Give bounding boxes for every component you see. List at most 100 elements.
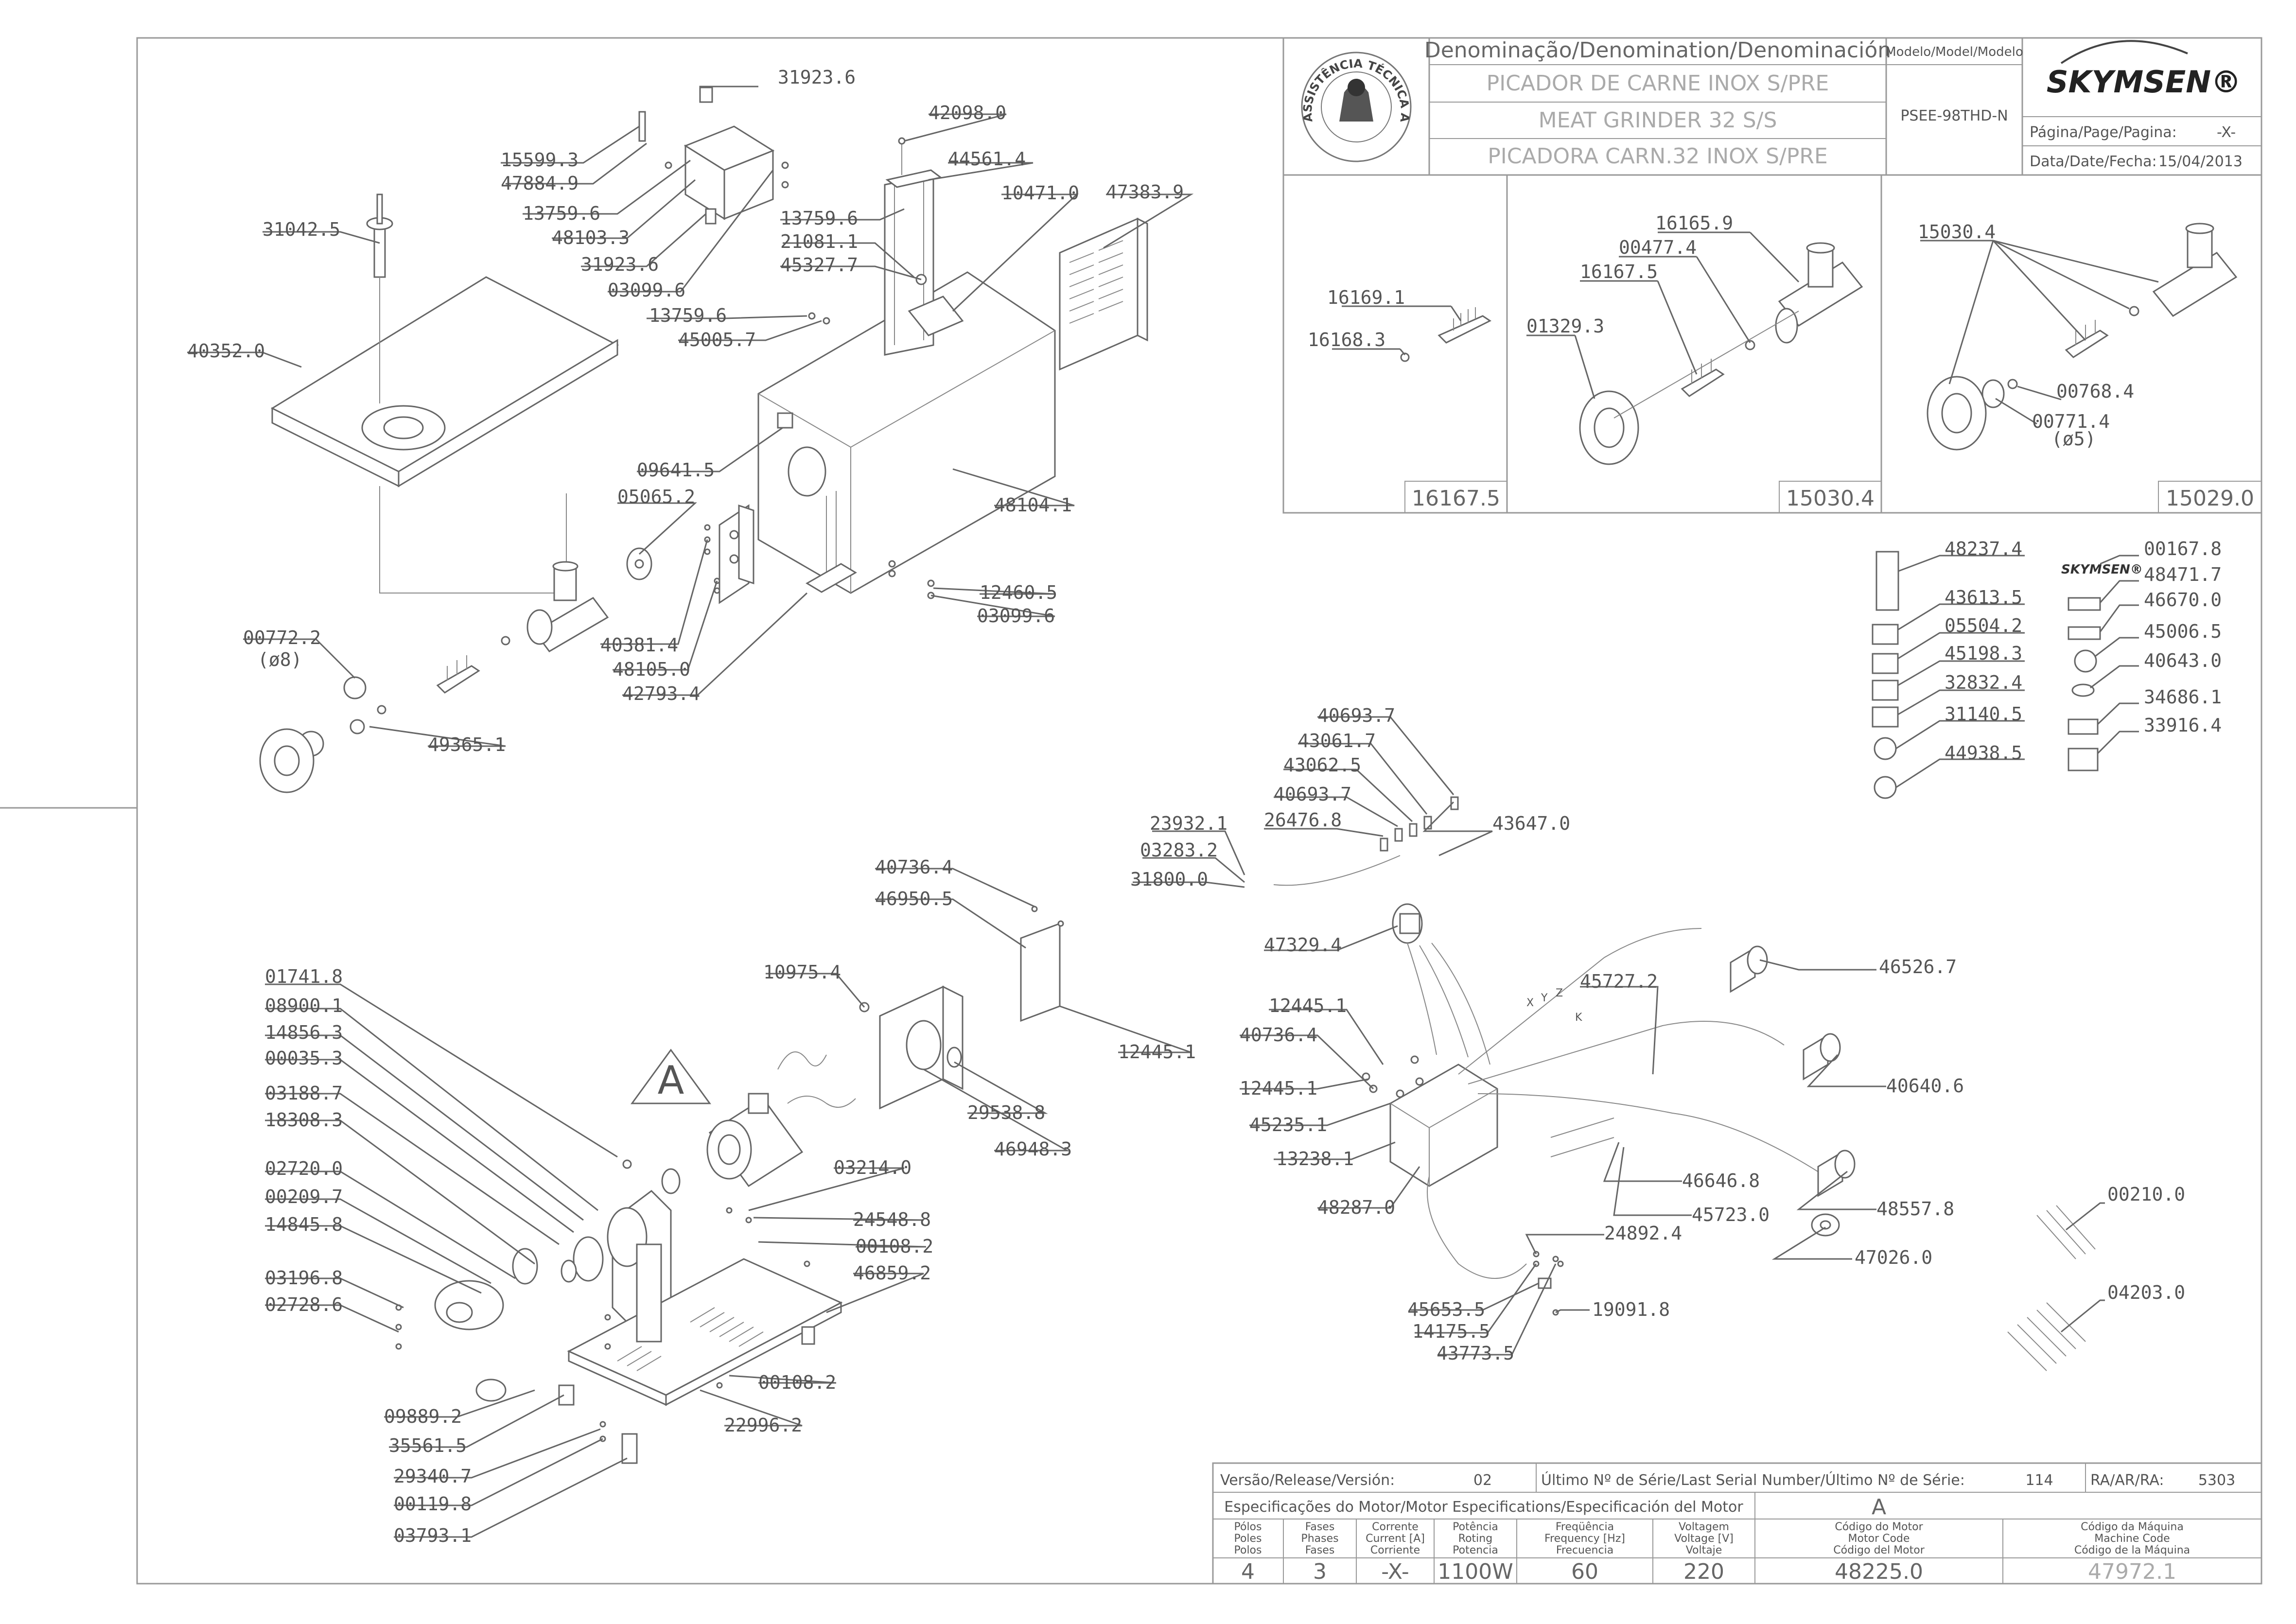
part-label: 46948.3	[994, 1138, 1072, 1160]
date-value: 15/04/2013	[2158, 153, 2243, 170]
part-label: 08900.1	[265, 995, 343, 1016]
col-header: Código da Máquina	[2081, 1521, 2184, 1533]
part-label: 00167.8	[2144, 538, 2222, 559]
col-header: Poles	[1234, 1533, 1262, 1545]
part-label: 40736.4	[875, 856, 953, 878]
part-label: 49365.1	[428, 734, 506, 755]
part-label: 26476.8	[1264, 809, 1342, 831]
part-label: 13759.6	[523, 203, 600, 224]
part-label: 16168.3	[1308, 329, 1385, 350]
col-header: Potência	[1453, 1521, 1498, 1533]
part-label: (ø8)	[258, 649, 302, 670]
part-label: 40693.7	[1274, 784, 1351, 805]
part-label: 34686.1	[2144, 686, 2222, 708]
grinder-head-assembly: 16165.9 00477.4 16167.5 01329.3	[1526, 212, 1863, 465]
part-label: 45198.3	[1945, 643, 2022, 664]
part-label: 15030.4	[1918, 221, 1996, 243]
spec-col-phases: Fases Phases Fases 3	[1301, 1521, 1338, 1584]
part-label: 18308.3	[265, 1109, 343, 1131]
part-label: 40693.7	[1317, 705, 1395, 726]
part-label: 40381.4	[600, 634, 678, 656]
worm-screw-assembly: 16169.1 16168.3	[1308, 287, 1491, 362]
col-header: Frecuencia	[1556, 1544, 1613, 1556]
col-header: Frequency [Hz]	[1544, 1533, 1625, 1545]
wire-letter: K	[1575, 1012, 1582, 1024]
col-header: Polos	[1234, 1544, 1262, 1556]
col-header: Phases	[1301, 1533, 1338, 1545]
part-label: 14175.5	[1412, 1321, 1490, 1342]
part-label: 16167.5	[1580, 261, 1658, 282]
part-label: 13759.6	[780, 208, 858, 229]
part-label: 22996.2	[724, 1414, 802, 1436]
part-label: 48104.1	[994, 494, 1072, 516]
part-label: 45653.5	[1407, 1299, 1485, 1320]
brand-decal: SKYMSEN®	[2061, 562, 2143, 577]
part-label: 24548.8	[853, 1209, 931, 1230]
part-label: 03214.0	[834, 1157, 911, 1178]
part-label: 02720.0	[265, 1158, 343, 1179]
part-label: 21081.1	[780, 231, 858, 252]
vent-cover	[1059, 217, 1139, 371]
col-header: Freqüência	[1556, 1521, 1614, 1533]
control-box	[1389, 1064, 1498, 1187]
product-name-pt: PICADOR DE CARNE INOX S/PRE	[1487, 71, 1829, 96]
part-label: 43773.5	[1437, 1343, 1514, 1364]
spec-col-voltage: Voltagem Voltage [V] Voltaje 220	[1674, 1521, 1734, 1584]
part-label: 46859.2	[853, 1262, 931, 1284]
part-label: 45005.7	[678, 329, 756, 350]
col-header: Corrente	[1372, 1521, 1419, 1533]
part-label: 44938.5	[1945, 742, 2022, 764]
part-label: 03196.8	[265, 1267, 343, 1289]
part-label: (ø5)	[2051, 428, 2096, 450]
col-value: 47972.1	[2088, 1559, 2176, 1584]
spec-col-poles: Pólos Poles Polos 4	[1234, 1521, 1262, 1584]
part-label: 00768.4	[2056, 381, 2134, 402]
part-label: 48103.3	[552, 227, 630, 248]
part-label: 16165.9	[1655, 212, 1733, 234]
wire-letter: Z	[1556, 987, 1563, 999]
product-name-es: PICADORA CARN.32 INOX S/PRE	[1488, 144, 1828, 169]
electrical-group: X Y Z K	[1130, 705, 2185, 1371]
motor-letter: A	[1872, 1495, 1886, 1519]
part-label: 00210.0	[2107, 1184, 2185, 1205]
machine-body-group: 31923.6 15599.3 47884.9 13759.6 48103.3 …	[187, 67, 1194, 793]
part-label: 05065.2	[617, 486, 695, 507]
brand-logo: SKYMSEN®	[2047, 64, 2241, 100]
col-header: Voltaje	[1686, 1544, 1722, 1556]
part-label: 00477.4	[1619, 237, 1697, 258]
col-value: 60	[1571, 1559, 1598, 1584]
col-header: Código do Motor	[1835, 1521, 1923, 1533]
part-label: 13238.1	[1276, 1148, 1354, 1170]
part-label: 40352.0	[187, 340, 265, 362]
part-label: 03099.6	[977, 605, 1055, 627]
col-header: Voltage [V]	[1674, 1533, 1734, 1545]
part-label: 46646.8	[1682, 1170, 1760, 1191]
part-label: 00772.2	[243, 627, 321, 648]
part-label: 24892.4	[1604, 1222, 1682, 1244]
assembly-code-2: 15030.4	[1786, 486, 1875, 511]
col-header: Current [A]	[1366, 1533, 1425, 1545]
version-value: 02	[1473, 1472, 1492, 1489]
motor-base-group: A	[265, 856, 1196, 1546]
motor-symbol: A	[658, 1058, 684, 1103]
page-label: Página/Page/Pagina:	[2030, 124, 2177, 141]
col-value: 3	[1313, 1559, 1327, 1584]
part-label: 45723.0	[1692, 1204, 1770, 1225]
wire-letter: X	[1526, 997, 1534, 1009]
part-label: 15599.3	[501, 149, 578, 171]
part-label: 00771.4	[2032, 411, 2110, 432]
assembly-code-3: 15029.0	[2166, 486, 2254, 511]
part-label: 10471.0	[1001, 182, 1079, 204]
col-value: 1100W	[1437, 1559, 1513, 1584]
part-label: 31800.0	[1130, 869, 1208, 890]
col-header: Voltagem	[1679, 1521, 1729, 1533]
part-label: 19091.8	[1592, 1299, 1670, 1320]
spec-col-motor-code: Código do Motor Motor Code Código del Mo…	[1833, 1521, 1925, 1584]
part-label: 03283.2	[1140, 839, 1218, 861]
motor-housing	[757, 271, 1056, 594]
col-header: Fases	[1305, 1521, 1335, 1533]
complete-head-assembly: 15030.4 00768.4 00771.4 (ø5)	[1918, 221, 2238, 451]
denomination-label: Denominação/Denomination/Denominación	[1424, 38, 1891, 63]
assembly-boxes: 16167.5 15030.4 15029.0 16169.1 16168.3	[1282, 174, 2262, 514]
